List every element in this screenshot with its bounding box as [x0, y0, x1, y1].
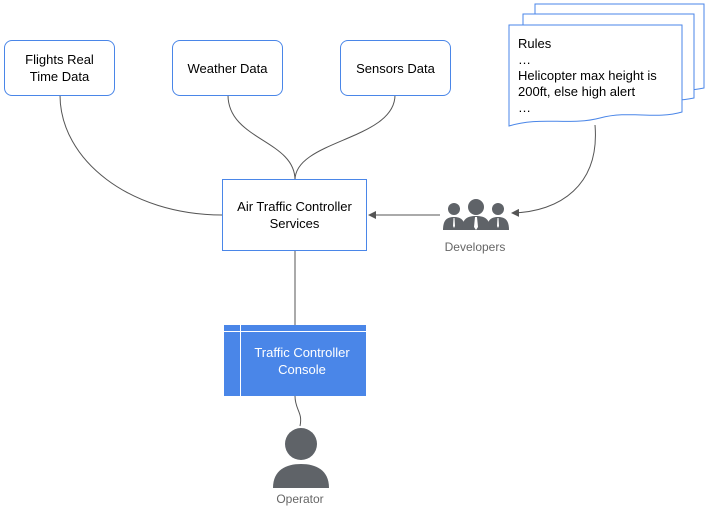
services-label-line1: Air Traffic Controller [237, 199, 352, 214]
rules-line-1: Rules [518, 36, 552, 51]
weather-to-services-line [227, 94, 296, 181]
console-side-bar [240, 325, 241, 396]
traffic-controller-console-box[interactable]: Traffic Controller Console [224, 325, 366, 396]
operator-label: Operator [276, 492, 324, 506]
rules-to-developers-arrow [511, 124, 596, 217]
services-label-line2: Services [269, 216, 320, 231]
flights-real-time-data-box[interactable]: Flights Real Time Data [4, 40, 115, 96]
rules-document-stack[interactable] [505, 0, 709, 140]
console-label-line1: Traffic Controller [254, 344, 350, 360]
weather-data-box[interactable]: Weather Data [172, 40, 283, 96]
sensors-to-services-line [294, 94, 396, 181]
flights-label-line2: Time Data [29, 69, 90, 84]
sensors-label: Sensors Data [356, 60, 435, 76]
sensors-data-box[interactable]: Sensors Data [340, 40, 451, 96]
console-to-operator-line [294, 395, 302, 427]
rules-line-4: 200ft, else high alert [518, 84, 636, 99]
flights-label-line1: Flights Real [25, 52, 94, 67]
group-users-icon [443, 199, 509, 230]
air-traffic-controller-services-box[interactable]: Air Traffic Controller Services [222, 179, 367, 251]
rules-text: Rules … Helicopter max height is 200ft, … [518, 36, 657, 116]
rules-line-2: … [518, 52, 531, 67]
weather-label: Weather Data [187, 60, 268, 76]
console-header-bar [224, 331, 366, 332]
console-label-line2: Console [278, 361, 326, 377]
developers-label: Developers [444, 240, 506, 254]
rules-line-5: … [518, 100, 531, 115]
rules-line-3: Helicopter max height is [518, 68, 657, 83]
flights-to-services-line [59, 94, 223, 216]
user-icon [273, 428, 329, 488]
